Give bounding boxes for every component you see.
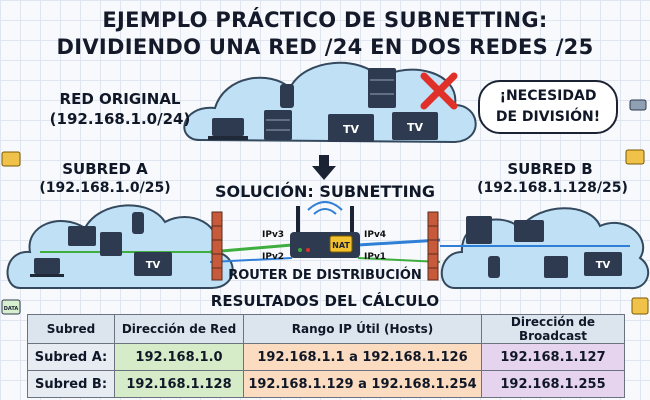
tv-label: TV: [343, 123, 360, 136]
original-network-label: RED ORIGINAL: [59, 90, 181, 108]
title-line-2: DIVIDIENDO UNA RED /24 EN DOS REDES /25: [56, 35, 594, 59]
folder-icon: [625, 149, 645, 165]
laptop-icon: [34, 258, 60, 274]
server-icon: [100, 232, 122, 256]
tag-icon: [631, 297, 649, 315]
tv-label: TV: [146, 260, 161, 271]
folder-icon: [1, 151, 21, 167]
host-range-cell: 192.168.1.1 a 192.168.1.126: [243, 343, 482, 371]
column-header: Dirección de Red: [114, 314, 244, 344]
results-table: Subred Dirección de Red Rango IP Útil (H…: [27, 314, 625, 398]
port-ipv1-label: IPv1: [364, 252, 387, 262]
original-network-cidr: (192.168.1.0/24): [49, 110, 191, 128]
host-range-cell: 192.168.1.129 a 192.168.1.254: [243, 370, 482, 398]
laptop-icon: [212, 118, 244, 136]
phone-icon: [488, 256, 500, 278]
subnet-a-cidr: (192.168.1.0/25): [39, 180, 171, 196]
table-header-row: Subred Dirección de Red Rango IP Útil (H…: [27, 314, 625, 344]
desktop-icon: [514, 220, 544, 242]
firewall-left-icon: [211, 211, 223, 281]
tv-icon: [134, 252, 172, 276]
network-address-cell: 192.168.1.128: [114, 370, 244, 398]
tv-icon: [328, 114, 374, 142]
router-icon: NAT: [290, 201, 360, 258]
server-icon: [368, 68, 396, 108]
server-icon: [264, 110, 292, 140]
tv-icon: [584, 252, 622, 276]
column-header: Rango IP Útil (Hosts): [243, 314, 482, 344]
tv-label: TV: [407, 121, 424, 134]
port-ipv4-label: IPv4: [364, 230, 387, 240]
router-label: ROUTER DE DISTRIBUCIÓN: [228, 268, 422, 283]
data-tag-label: DATA: [4, 306, 19, 312]
nat-label: NAT: [332, 241, 350, 250]
callout-line-1: ¡NECESIDAD: [499, 88, 597, 104]
server-icon: [544, 256, 568, 278]
phone-icon: [132, 212, 144, 234]
table-row: Subred B: 192.168.1.128 192.168.1.129 a …: [27, 370, 625, 398]
tv-icon: [392, 112, 438, 140]
division-callout: ¡NECESIDAD DE DIVISIÓN!: [478, 80, 618, 134]
solution-label: SOLUCIÓN: SUBNETTING: [214, 182, 436, 201]
subnet-b-label: SUBRED B: [507, 160, 593, 178]
router-icon: [629, 99, 647, 111]
subnet-name-cell: Subred A:: [27, 343, 115, 371]
callout-line-2: DE DIVISIÓN!: [495, 109, 601, 125]
tv-label: TV: [596, 260, 611, 271]
subnet-b-cidr: (192.168.1.128/25): [477, 180, 628, 196]
table-row: Subred A: 192.168.1.0 192.168.1.1 a 192.…: [27, 343, 625, 371]
desktop-icon: [68, 226, 96, 246]
server-icon: [466, 216, 492, 244]
phone-icon: [280, 84, 294, 108]
results-heading: RESULTADOS DEL CÁLCULO: [210, 292, 440, 310]
subnet-a-label: SUBRED A: [62, 160, 148, 178]
subnet-name-cell: Subred B:: [27, 370, 115, 398]
down-arrow-icon: [312, 155, 336, 180]
broadcast-address-cell: 192.168.1.127: [481, 343, 625, 371]
broadcast-address-cell: 192.168.1.255: [481, 370, 625, 398]
column-header: Subred: [27, 314, 115, 344]
port-ipv2-label: IPv2: [262, 252, 285, 262]
column-header: Dirección de Broadcast: [481, 314, 625, 344]
title-line-1: EJEMPLO PRÁCTICO DE SUBNETTING:: [102, 8, 548, 32]
network-address-cell: 192.168.1.0: [114, 343, 244, 371]
data-tag-icon: DATA: [1, 299, 21, 315]
firewall-right-icon: [427, 211, 439, 281]
port-ipv3-label: IPv3: [262, 230, 285, 240]
